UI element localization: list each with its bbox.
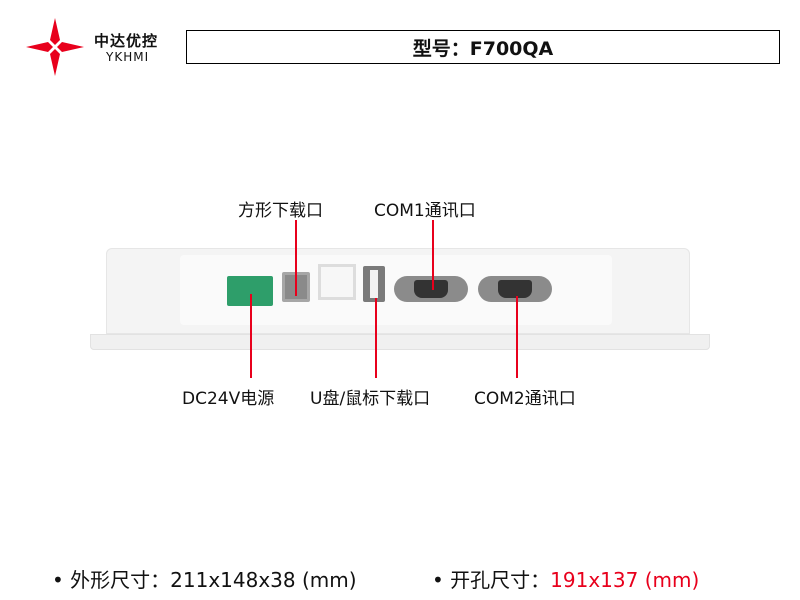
label-power: DC24V电源	[182, 389, 275, 409]
callout-line-com1	[432, 220, 434, 290]
cutout-dimensions-value: 191x137 (mm)	[550, 568, 700, 592]
outer-dimensions: • 外形尺寸：211x148x38 (mm)	[52, 564, 357, 593]
label-com2: COM2通讯口	[474, 389, 576, 409]
brand-name-en: YKHMI	[106, 50, 150, 64]
com1-port	[394, 276, 468, 302]
callout-line-usb	[375, 298, 377, 378]
cutout-dimensions-label: 开孔尺寸：	[450, 568, 551, 592]
label-com1: COM1通讯口	[374, 201, 476, 221]
com2-port	[478, 276, 552, 302]
brand-logo-icon	[26, 18, 84, 76]
bullet: •	[52, 568, 64, 592]
model-title: 型号：F700QA	[186, 30, 780, 64]
device-bezel	[90, 334, 710, 350]
outer-dimensions-label: 外形尺寸：	[70, 568, 171, 592]
blank-port	[318, 264, 356, 300]
callout-line-com2	[516, 296, 518, 378]
usb-a-port	[363, 266, 385, 302]
outer-dimensions-value: 211x148x38 (mm)	[170, 568, 357, 592]
brand-name-cn: 中达优控	[94, 32, 159, 50]
cutout-dimensions: • 开孔尺寸：191x137 (mm)	[432, 564, 699, 593]
label-usb: U盘/鼠标下载口	[310, 389, 431, 409]
label-square-download: 方形下载口	[238, 201, 323, 221]
callout-line-square-download	[295, 220, 297, 296]
callout-line-power	[250, 294, 252, 378]
bullet: •	[432, 568, 444, 592]
